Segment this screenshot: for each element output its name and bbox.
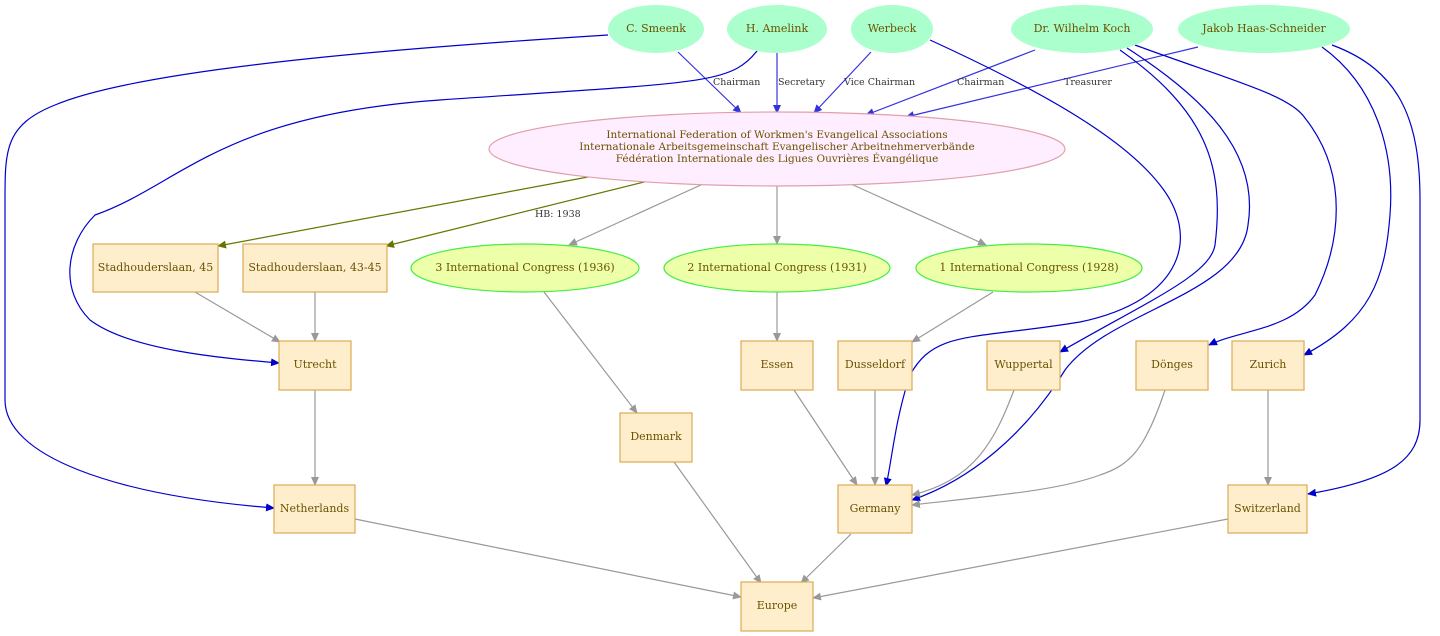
node-label: Denmark [630,430,682,443]
edge-label-smeenk-role: Chairman [713,77,760,88]
edge-haas-zurich [1303,46,1392,356]
node-stadh4345[interactable]: Stadhouderslaan, 43-45 [242,243,388,293]
node-label: Jakob Haas-Schneider [1201,22,1326,35]
node-netherlands[interactable]: Netherlands [273,484,356,534]
edge-congress3-denmark [543,291,638,414]
node-label: Switzerland [1234,502,1301,515]
node-zurich[interactable]: Zurich [1231,340,1305,391]
node-dusseldorf[interactable]: Dusseldorf [837,340,913,391]
node-congress1[interactable]: 1 International Congress (1928) [915,243,1143,293]
node-label: Europe [757,599,798,612]
edge-haas-switzerland [1307,44,1421,497]
edge-congress1-dusseldorf [911,291,994,343]
edge-haas-federation [905,46,1199,120]
node-label: 3 International Congress (1936) [435,261,614,274]
edge-netherlands-europe [354,518,742,600]
edge-label-haas-role: Treasurer [1064,77,1112,88]
node-essen[interactable]: Essen [740,340,814,391]
federation-name-fr: Fédération Internationale des Ligues Ouv… [616,151,939,165]
node-amelink[interactable]: H. Amelink [727,5,827,53]
node-label: C. Smeenk [626,22,686,35]
edge-koch-federation [865,49,1036,116]
node-switzerland[interactable]: Switzerland [1227,484,1308,534]
edge-federation-stadh4345 [385,180,649,248]
node-label: Zurich [1250,358,1287,371]
node-label: Stadhouderslaan, 45 [98,261,214,274]
node-label: Germany [850,502,902,515]
edge-switzerland-europe [812,518,1229,601]
node-koch[interactable]: Dr. Wilhelm Koch [1011,5,1153,53]
node-federation[interactable]: International Federation of Workmen's Ev… [488,111,1066,187]
node-germany[interactable]: Germany [837,484,913,534]
node-smeenk[interactable]: C. Smeenk [608,5,704,53]
edge-koch-wuppertal [1059,49,1218,353]
node-stadh45[interactable]: Stadhouderslaan, 45 [92,243,219,293]
node-label: Wuppertal [994,358,1053,371]
node-europe[interactable]: Europe [740,581,814,632]
edge-germany-europe [800,533,852,584]
edge-denmark-europe [673,461,762,584]
edge-koch-donges [1134,44,1337,346]
node-label: 2 International Congress (1931) [687,261,866,274]
node-congress2[interactable]: 2 International Congress (1931) [663,243,891,293]
node-label: Essen [761,358,794,371]
node-werbeck[interactable]: Werbeck [851,5,933,53]
edge-smeenk-netherlands [4,34,609,512]
edge-wuppertal-germany [911,389,1015,498]
edge-smeenk-federation [677,51,742,114]
edge-label-hb: HB: 1938 [535,209,581,220]
federation-name-en: International Federation of Workmen's Ev… [606,129,947,141]
edge-stadh45-utrecht [194,291,281,343]
edge-label-werbeck-role: Vice Chairman [843,77,915,88]
edge-koch-germany [911,47,1251,502]
edge-federation-stadh45 [217,176,589,249]
node-donges[interactable]: Dönges [1135,340,1209,391]
node-label: Dusseldorf [845,358,906,371]
node-label: Netherlands [280,502,350,515]
edge-labels: Chairman Secretary Vice Chairman Chairma… [535,77,1112,220]
node-label: 1 International Congress (1928) [939,261,1118,274]
node-label: H. Amelink [746,22,809,35]
edge-essen-germany [793,389,858,486]
edge-werbeck-federation [813,51,872,114]
federation-name-de: Internationale Arbeitsgemeinschaft Evang… [579,141,974,153]
node-label: Werbeck [868,22,917,35]
edge-label-koch-role: Chairman [957,77,1004,88]
edge-federation-congress1 [850,183,987,246]
edge-federation-congress3 [568,183,704,246]
node-label: Dönges [1151,358,1193,371]
node-denmark[interactable]: Denmark [619,412,693,463]
node-wuppertal[interactable]: Wuppertal [986,340,1061,391]
edge-donges-germany [911,389,1166,509]
node-label: Stadhouderslaan, 43-45 [248,261,381,274]
edge-amelink-utrecht [69,50,758,367]
node-haas[interactable]: Jakob Haas-Schneider [1178,5,1350,53]
edge-label-amelink-role: Secretary [778,77,826,88]
node-congress3[interactable]: 3 International Congress (1936) [410,243,640,293]
edges [4,34,1421,601]
node-label: Utrecht [293,358,337,371]
node-label: Dr. Wilhelm Koch [1034,22,1131,35]
node-utrecht[interactable]: Utrecht [278,340,352,391]
